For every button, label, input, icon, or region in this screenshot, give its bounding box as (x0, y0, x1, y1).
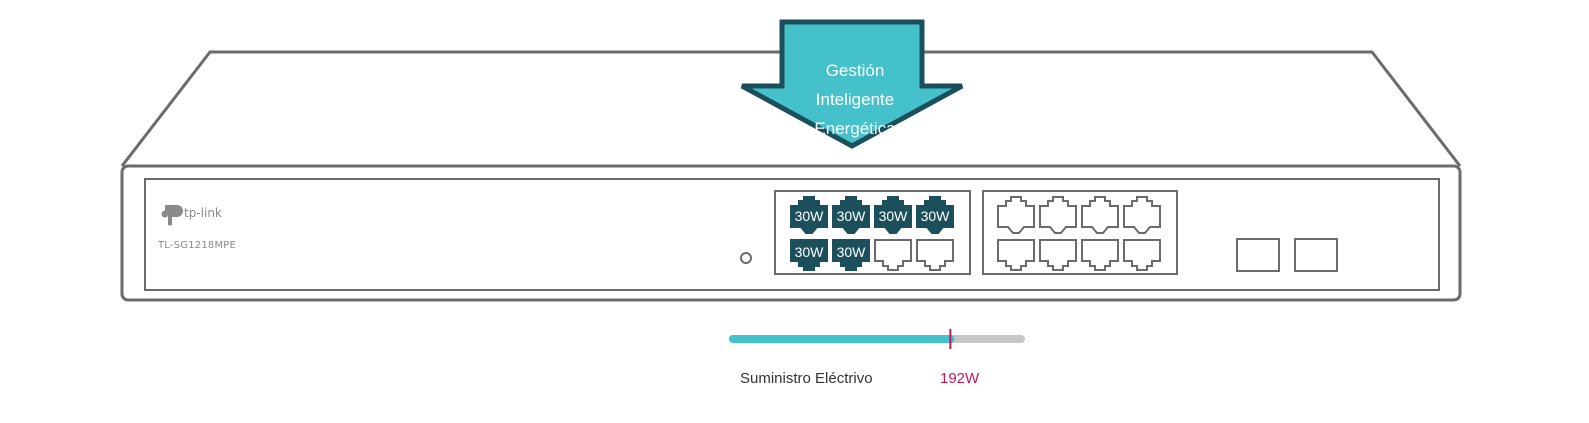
ethernet-port (1081, 239, 1119, 271)
switch-front-body (120, 164, 1462, 302)
model-name: TL-SG1218MPE (158, 240, 237, 251)
port-power-label: 30W (879, 208, 909, 224)
sfp-slot (1294, 238, 1338, 272)
ethernet-port (1039, 239, 1077, 271)
ethernet-port (1081, 196, 1119, 234)
ethernet-port (1123, 196, 1161, 234)
poe-port (874, 239, 912, 271)
status-led (740, 252, 752, 264)
power-supply-label: Suministro Eléctrivo (740, 370, 873, 387)
ethernet-port (997, 239, 1035, 271)
poe-port-group-frame (774, 190, 971, 275)
brand-name: tp-link (184, 206, 222, 220)
port-group-frame (982, 190, 1178, 275)
poe-port-active (916, 196, 954, 234)
arrow-caption: Gestión Inteligente Energética (790, 56, 920, 138)
ethernet-ports (997, 196, 1161, 271)
poe-port-active (874, 196, 912, 234)
ethernet-port (1123, 239, 1161, 271)
sfp-slot (1236, 238, 1280, 272)
poe-port-active (832, 239, 870, 271)
port-power-label: 30W (795, 244, 825, 260)
port-power-label: 30W (795, 208, 825, 224)
poe-port-active (790, 239, 828, 271)
arrow-caption-line: Inteligente (815, 90, 895, 109)
ethernet-port (997, 196, 1035, 234)
poe-port-active (832, 196, 870, 234)
port-power-label: 30W (921, 208, 951, 224)
down-arrow-icon (740, 19, 964, 149)
switch-front-bezel (144, 178, 1440, 291)
ethernet-port (1039, 196, 1077, 234)
port-power-label: 30W (837, 208, 867, 224)
power-supply-value: 192W (940, 370, 980, 387)
poe-port-active (790, 196, 828, 234)
poe-port (916, 239, 954, 271)
tp-link-logo-icon (161, 205, 183, 226)
port-power-label: 30W (837, 244, 867, 260)
poe-ports: 30W 30W 30W 30W 30W 30W (790, 196, 954, 271)
arrow-caption-line: Gestión (825, 61, 885, 80)
arrow-caption-line: Energética (814, 119, 896, 138)
